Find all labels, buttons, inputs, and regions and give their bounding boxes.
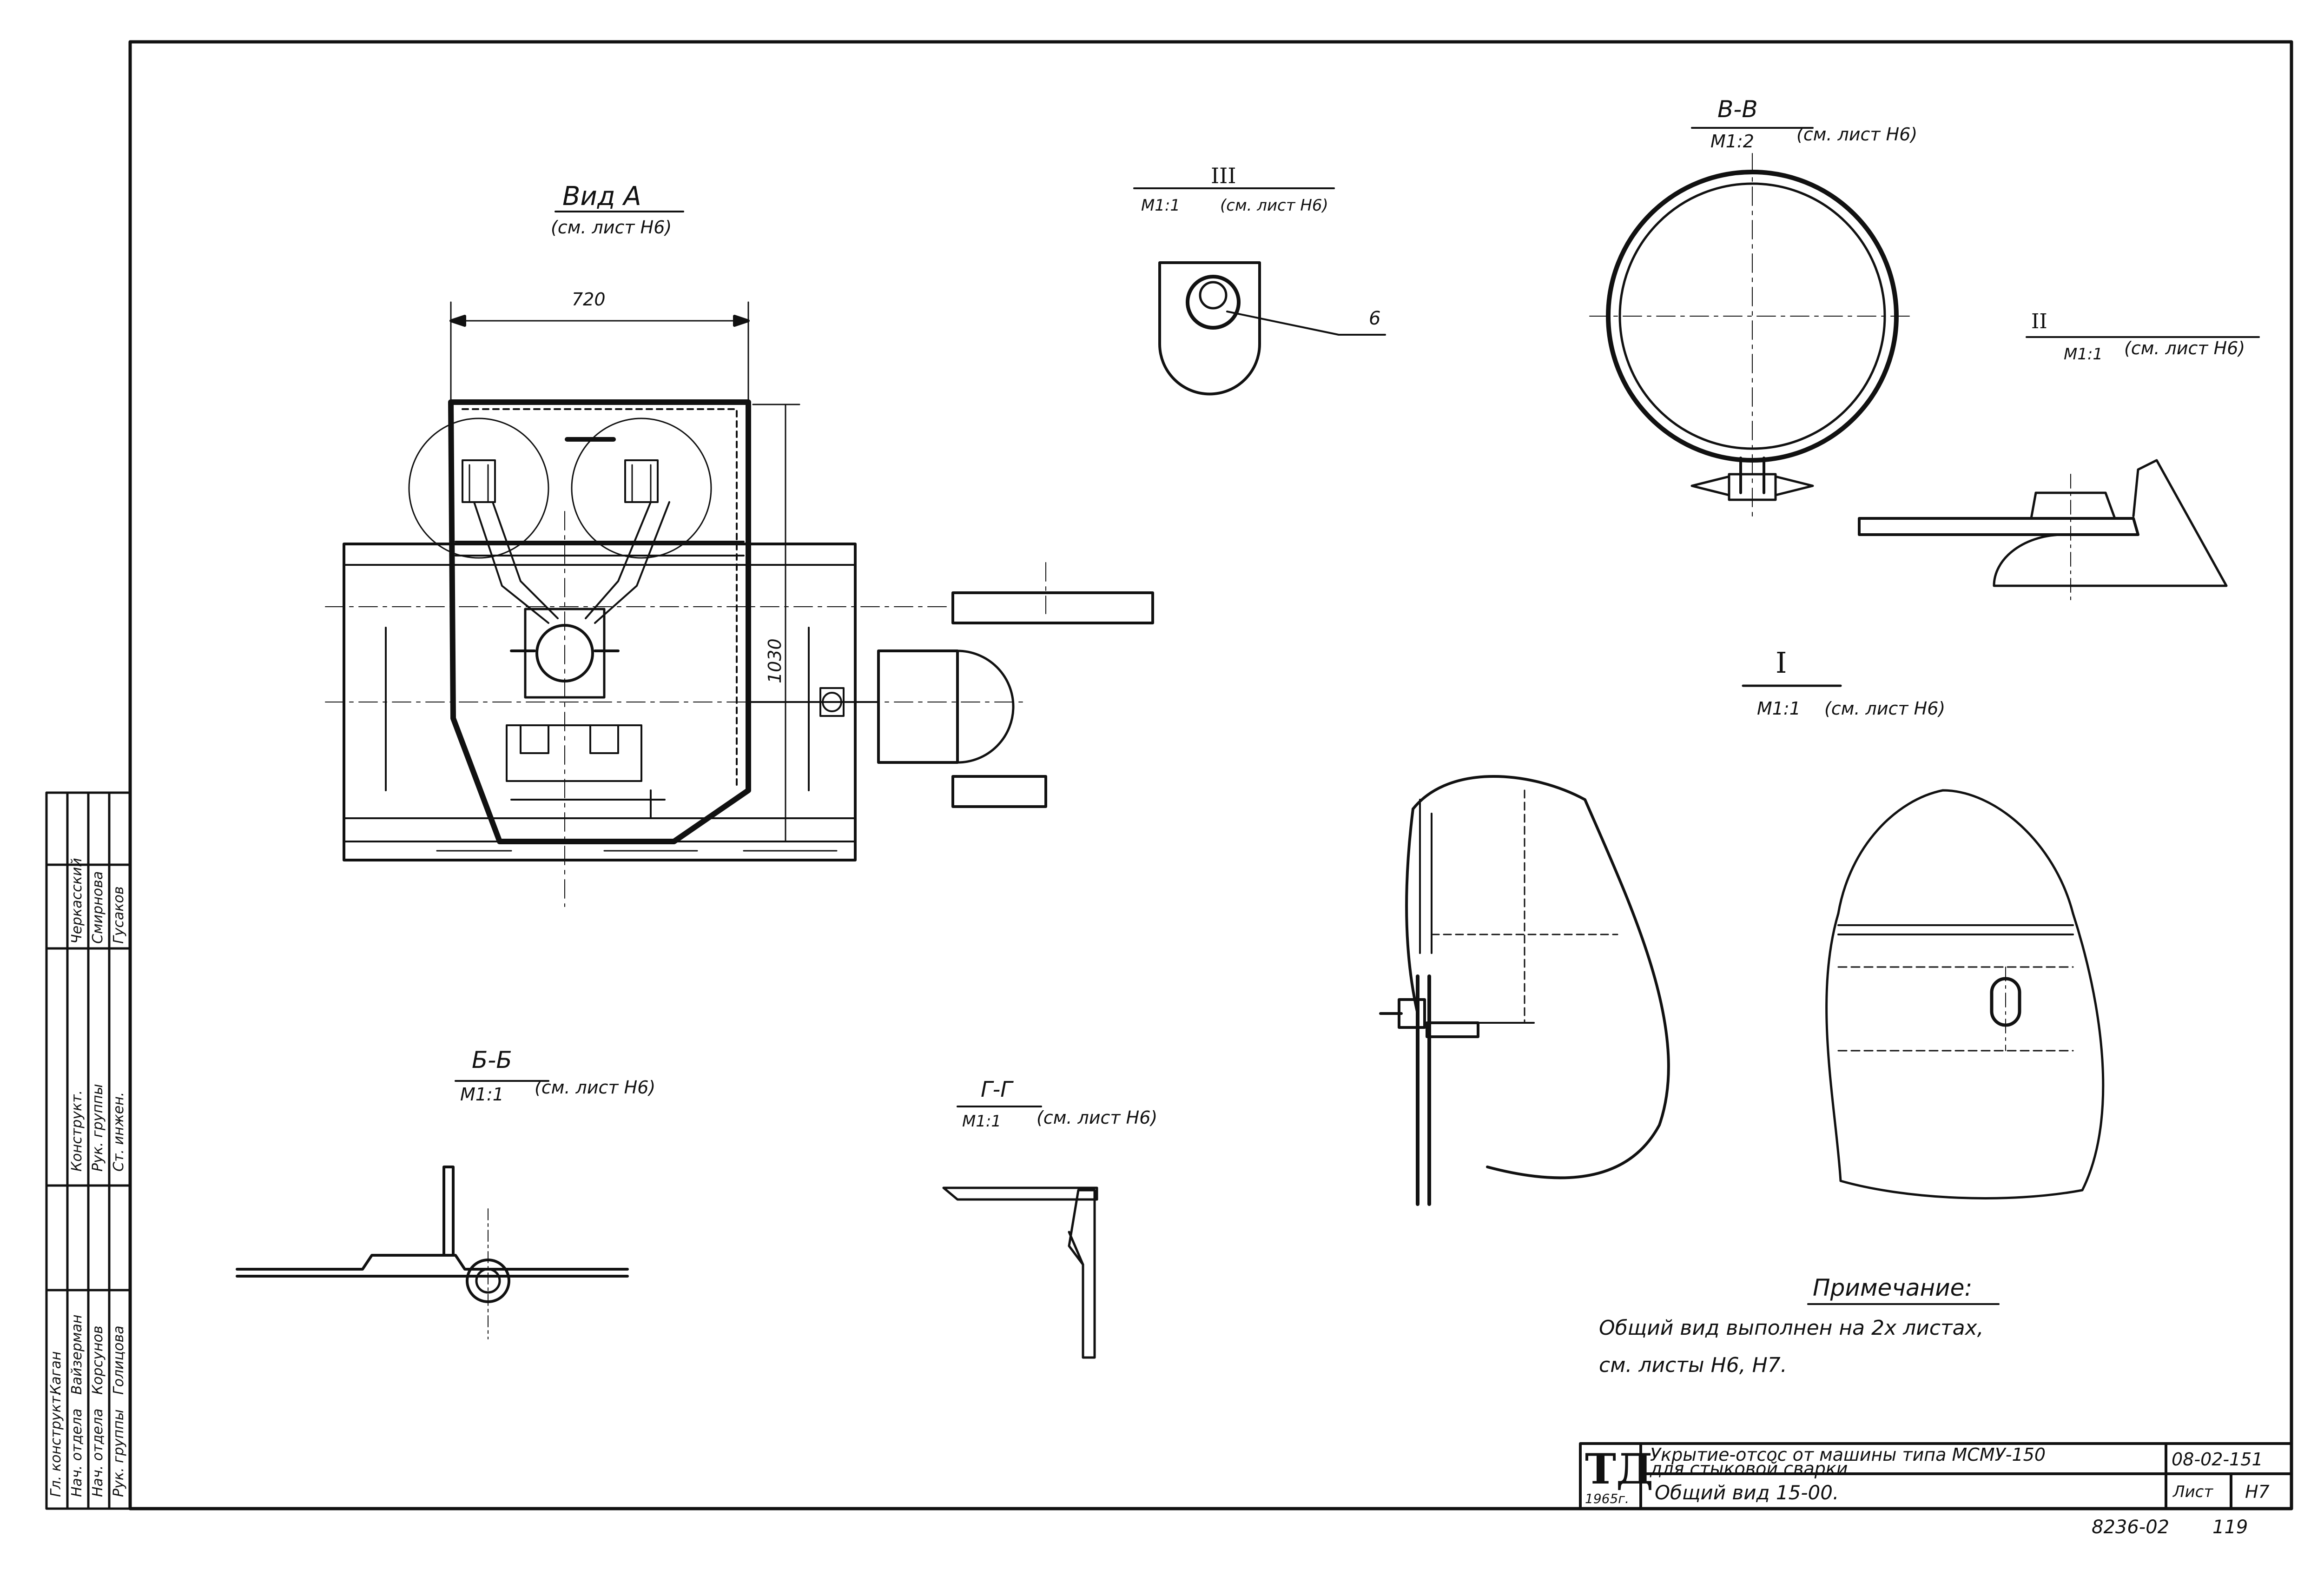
section-bb-title: Б-Б [472, 1047, 512, 1073]
signature-col1-row3: Нач. отдела [90, 1408, 106, 1497]
signature-col4-row1: Черкасский [69, 858, 85, 944]
section-gg-title: Г-Г [981, 1077, 1012, 1102]
signature-col3-row2: Рук. группы [90, 1084, 106, 1172]
title-block-sheet-number: Н7 [2245, 1482, 2270, 1502]
section-gg-ref: (см. лист Н6) [1037, 1107, 1158, 1128]
title-block-title-line-1: Укрытие-отсос от машины типа МСМУ-150 [1650, 1444, 2046, 1465]
view-a-ref: (см. лист Н6) [551, 217, 672, 238]
section-gg-drawing [942, 1186, 1098, 1359]
title-block-title-line-2: для стыковой сварки. [1650, 1458, 1854, 1479]
note-line-1: Общий вид выполнен на 2х листах, [1599, 1316, 1984, 1340]
title-block-sheet-label: Лист [2173, 1483, 2213, 1501]
detail-2-scale: М1:1 [2064, 345, 2103, 364]
note-heading: Примечание: [1813, 1274, 1973, 1301]
title-block-code: 08-02-151 [2172, 1449, 2263, 1470]
signature-col1-row4: Рук. группы [111, 1409, 127, 1497]
view-a-dim-width: 720 [572, 289, 606, 310]
section-bb-drawing [236, 1166, 629, 1339]
signature-col2-row2: Вайзерман [69, 1314, 85, 1395]
detail-2-drawing [1858, 459, 2228, 600]
detail-3-ref: (см. лист Н6) [1220, 196, 1328, 215]
signature-col3-row3: Ст. инжен. [111, 1092, 127, 1172]
section-gg-scale: М1:1 [962, 1112, 1002, 1131]
sheet-frame [128, 40, 2293, 1510]
detail-2-ref: (см. лист Н6) [2124, 338, 2245, 358]
view-a-title: Вид А [562, 181, 641, 212]
title-block-logo: ТД [1585, 1444, 1653, 1494]
signature-col2-row4: Голицова [111, 1325, 127, 1395]
title-block-lines [1579, 1442, 2293, 1510]
detail-1-side-drawing [1379, 775, 1670, 1206]
detail-1-front-drawing [1825, 789, 2105, 1199]
signature-col2-row3: Корсунов [90, 1325, 106, 1395]
signature-col1-row2: Нач. отдела [69, 1408, 85, 1497]
archive-number: 8236-02 [2092, 1517, 2170, 1538]
detail-3-scale: М1:1 [1141, 196, 1181, 215]
note-line-2: см. листы Н6, Н7. [1599, 1353, 1787, 1377]
detail-3-title: III [1211, 163, 1236, 188]
detail-3-callout: 6 [1369, 308, 1381, 329]
signature-col4-row3: Гусаков [111, 886, 127, 944]
detail-2-title: II [2031, 310, 2047, 333]
section-bb-ref: (см. лист Н6) [535, 1077, 656, 1098]
section-vv-scale: М1:2 [1710, 131, 1754, 152]
view-a-dim-height: 1030 [765, 638, 785, 683]
view-a-drawing [325, 301, 1154, 907]
title-block-year: 1965г. [1585, 1491, 1629, 1506]
signature-block-lines [45, 791, 132, 1510]
section-vv-ref: (см. лист Н6) [1796, 124, 1918, 145]
section-vv-title: В-В [1717, 96, 1758, 123]
detail-1-title: I [1776, 646, 1787, 680]
signature-col4-row2: Смирнова [90, 871, 106, 944]
detail-1-ref: (см. лист Н6) [1824, 698, 1946, 719]
signature-col3-row1: Конструкт. [69, 1090, 85, 1172]
archive-page: 119 [2212, 1517, 2248, 1538]
signature-col2-row1: Каган [48, 1351, 64, 1395]
section-vv-drawing [1589, 153, 1915, 517]
signature-col1-row1: Гл. конструкт. [48, 1391, 64, 1497]
title-block-subtitle: Общий вид 15-00. [1655, 1481, 1839, 1504]
detail-1-scale: М1:1 [1757, 698, 1801, 719]
section-bb-scale: М1:1 [460, 1084, 504, 1105]
detail-3-drawing [1158, 261, 1386, 396]
